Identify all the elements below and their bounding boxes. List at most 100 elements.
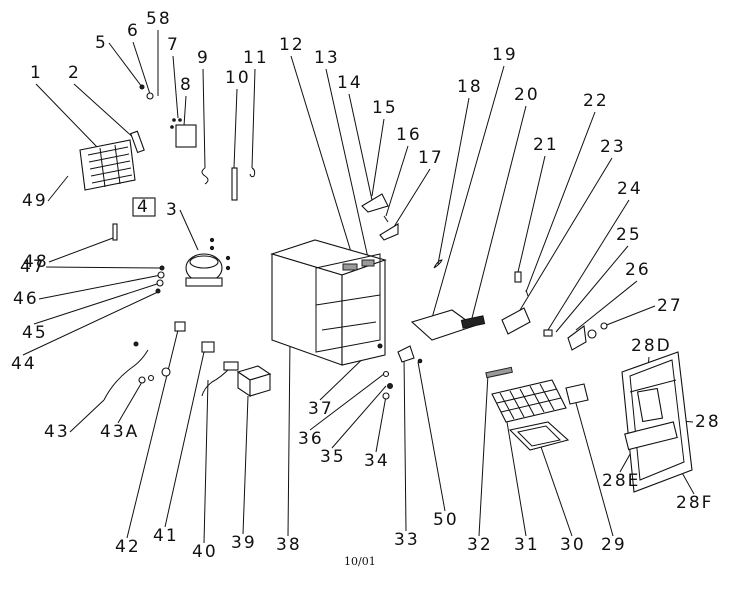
callout-label-26: 26 [625, 260, 651, 280]
callout-label-6: 6 [127, 21, 140, 41]
leader-line-8 [183, 95, 187, 127]
part-bracket-33 [397, 345, 415, 363]
callout-label-58: 58 [146, 9, 172, 29]
part-26 [587, 329, 597, 339]
leader-line-1 [35, 83, 99, 149]
leader-line-3 [179, 209, 199, 251]
callout-label-28f: 28F [676, 493, 713, 513]
callout-label-11: 11 [243, 48, 269, 68]
leader-line-35 [331, 385, 387, 449]
leader-line-48 [48, 237, 114, 263]
part-handle-20 [460, 315, 486, 329]
part-box-39 [236, 365, 272, 398]
callout-label-12: 12 [279, 35, 305, 55]
callout-label-21: 21 [533, 135, 559, 155]
part-door-28 [621, 351, 693, 493]
callout-label-18: 18 [457, 77, 483, 97]
callout-label-22: 22 [583, 91, 609, 111]
leader-line-41 [164, 351, 205, 528]
leader-line-16 [385, 145, 409, 217]
callout-label-49: 49 [22, 191, 48, 211]
part-bracket-15 [361, 193, 389, 213]
callout-label-29: 29 [601, 535, 627, 555]
callout-label-36: 36 [298, 429, 324, 449]
part-29 [565, 383, 589, 405]
leader-line-34 [375, 395, 387, 453]
callout-label-23: 23 [600, 137, 626, 157]
callout-label-50: 50 [433, 510, 459, 530]
leader-line-24 [547, 199, 630, 331]
leader-line-43 [69, 399, 105, 433]
leader-line-14 [348, 93, 373, 201]
part-strip-32 [485, 366, 513, 379]
callout-label-16: 16 [396, 125, 422, 145]
leader-line-17 [391, 168, 431, 231]
part-condenser-coil [79, 139, 136, 191]
callout-label-28d: 28D [631, 336, 672, 356]
leader-line-11 [251, 68, 256, 169]
callout-label-3: 3 [166, 200, 179, 220]
callout-label-31: 31 [514, 535, 540, 555]
part-screw-16 [383, 215, 389, 223]
part-bracket-17 [379, 223, 399, 241]
leader-line-18 [437, 97, 470, 265]
callout-label-5: 5 [95, 33, 108, 53]
leader-line-44 [22, 290, 161, 356]
callout-label-41: 41 [153, 526, 179, 546]
callout-label-7: 7 [167, 35, 180, 55]
callout-label-2: 2 [68, 63, 81, 83]
part-plug-41 [201, 341, 215, 353]
leader-line-47 [45, 266, 161, 269]
leader-line-19 [431, 65, 505, 319]
leader-line-25 [555, 245, 629, 333]
leader-line-40 [203, 379, 209, 544]
part-plate-23 [501, 307, 531, 335]
leader-line-30 [539, 443, 573, 537]
leader-line-9 [202, 68, 206, 169]
callout-label-13: 13 [314, 48, 340, 68]
callout-label-39: 39 [231, 533, 257, 553]
callout-label-44: 44 [11, 354, 37, 374]
callout-label-17: 17 [418, 148, 444, 168]
callout-label-35: 35 [320, 447, 346, 467]
part-hinge-25 [567, 324, 587, 351]
callout-label-38: 38 [276, 535, 302, 555]
part-pin-48 [112, 223, 118, 241]
leader-line-13 [325, 68, 369, 259]
callout-label-1: 1 [30, 63, 43, 83]
callout-label-20: 20 [514, 85, 540, 105]
callout-label-14: 14 [337, 73, 363, 93]
leader-line-12 [290, 55, 356, 266]
callout-label-19: 19 [492, 45, 518, 65]
part-screw-5 [139, 84, 145, 90]
callout-label-28: 28 [695, 412, 721, 432]
part-compressor [185, 237, 231, 287]
callout-label-47: 47 [20, 257, 46, 277]
part-bracket-8 [175, 124, 197, 148]
callout-label-43a: 43A [100, 422, 139, 442]
part-24 [543, 329, 553, 337]
part-power-cord-40 [201, 367, 231, 397]
callout-label-37: 37 [308, 399, 334, 419]
leader-line-20 [471, 105, 527, 319]
leader-line-49 [47, 175, 69, 202]
callout-label-48: 48 [23, 252, 49, 272]
leader-line-26 [575, 280, 638, 331]
leader-line-36 [309, 373, 385, 431]
callout-label-46: 46 [13, 289, 39, 309]
leader-line-39 [242, 395, 249, 535]
leader-line-43a [117, 381, 143, 424]
callout-label-24: 24 [617, 179, 643, 199]
part-clip-9 [201, 167, 209, 185]
part-27 [600, 322, 608, 330]
part-cabinet-38 [270, 239, 387, 366]
callout-label-32: 32 [467, 535, 493, 555]
part-box-4 [132, 197, 156, 217]
callout-label-25: 25 [616, 225, 642, 245]
callout-label-33: 33 [394, 530, 420, 550]
leader-line-23 [513, 157, 613, 321]
leader-line-42 [126, 329, 179, 539]
leader-line-15 [371, 118, 385, 197]
part-washer-6 [146, 92, 154, 100]
